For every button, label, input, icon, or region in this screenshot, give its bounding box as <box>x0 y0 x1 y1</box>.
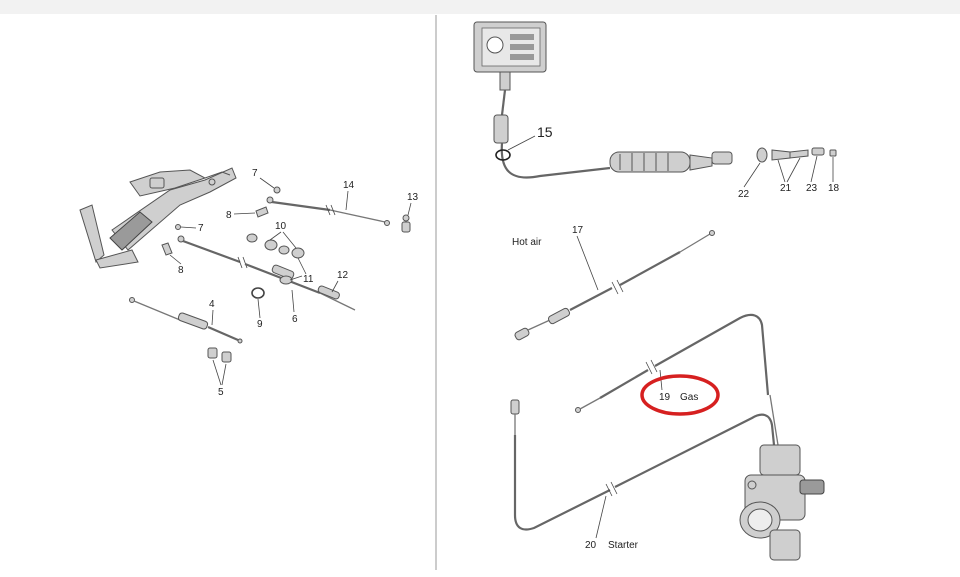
parts-22-21-23-18 <box>756 147 837 163</box>
cable-14 <box>266 196 390 226</box>
callout-13: 13 <box>407 192 419 203</box>
callout-4: 4 <box>209 299 215 310</box>
callout-7b: 7 <box>198 223 204 234</box>
callout-19: 19 <box>659 392 671 403</box>
callout-8b: 8 <box>178 265 184 276</box>
callout-20: 20 <box>585 540 597 551</box>
cable-6 <box>177 235 356 311</box>
label-gas: Gas <box>680 392 698 403</box>
callout-10: 10 <box>275 221 287 232</box>
cable-17-hot-air <box>514 230 715 341</box>
callout-18: 18 <box>828 183 840 194</box>
cable-15 <box>493 89 733 179</box>
part-13 <box>401 214 411 233</box>
label-hot-air: Hot air <box>512 237 542 248</box>
callout-23: 23 <box>806 183 818 194</box>
part-8b <box>161 242 173 256</box>
part-7a <box>273 186 281 194</box>
handlebar-grip-icon <box>79 167 237 269</box>
gas-highlight-circle <box>640 374 720 416</box>
callout-22: 22 <box>738 189 750 200</box>
callout-11: 11 <box>303 274 314 285</box>
cable-20-starter <box>510 399 776 531</box>
part-5 <box>207 347 232 363</box>
callout-9: 9 <box>257 319 263 330</box>
callout-17: 17 <box>572 225 584 236</box>
callout-5: 5 <box>218 387 224 398</box>
callout-8a: 8 <box>226 210 232 221</box>
callout-21: 21 <box>780 183 792 194</box>
cable-4 <box>129 297 243 344</box>
part-10-washers <box>246 233 305 285</box>
callout-15: 15 <box>537 124 553 140</box>
callout-12: 12 <box>337 270 349 281</box>
part-8a <box>255 206 269 218</box>
carburetor-icon <box>739 444 825 561</box>
callout-14: 14 <box>343 180 355 191</box>
instrument-gauge-icon <box>473 21 547 91</box>
part-9-ring <box>251 287 265 299</box>
part-7b <box>175 224 181 230</box>
top-bar <box>0 0 960 14</box>
cable-19-gas <box>575 313 779 446</box>
callout-6: 6 <box>292 314 298 325</box>
label-starter: Starter <box>608 540 639 551</box>
callout-7a: 7 <box>252 168 258 179</box>
